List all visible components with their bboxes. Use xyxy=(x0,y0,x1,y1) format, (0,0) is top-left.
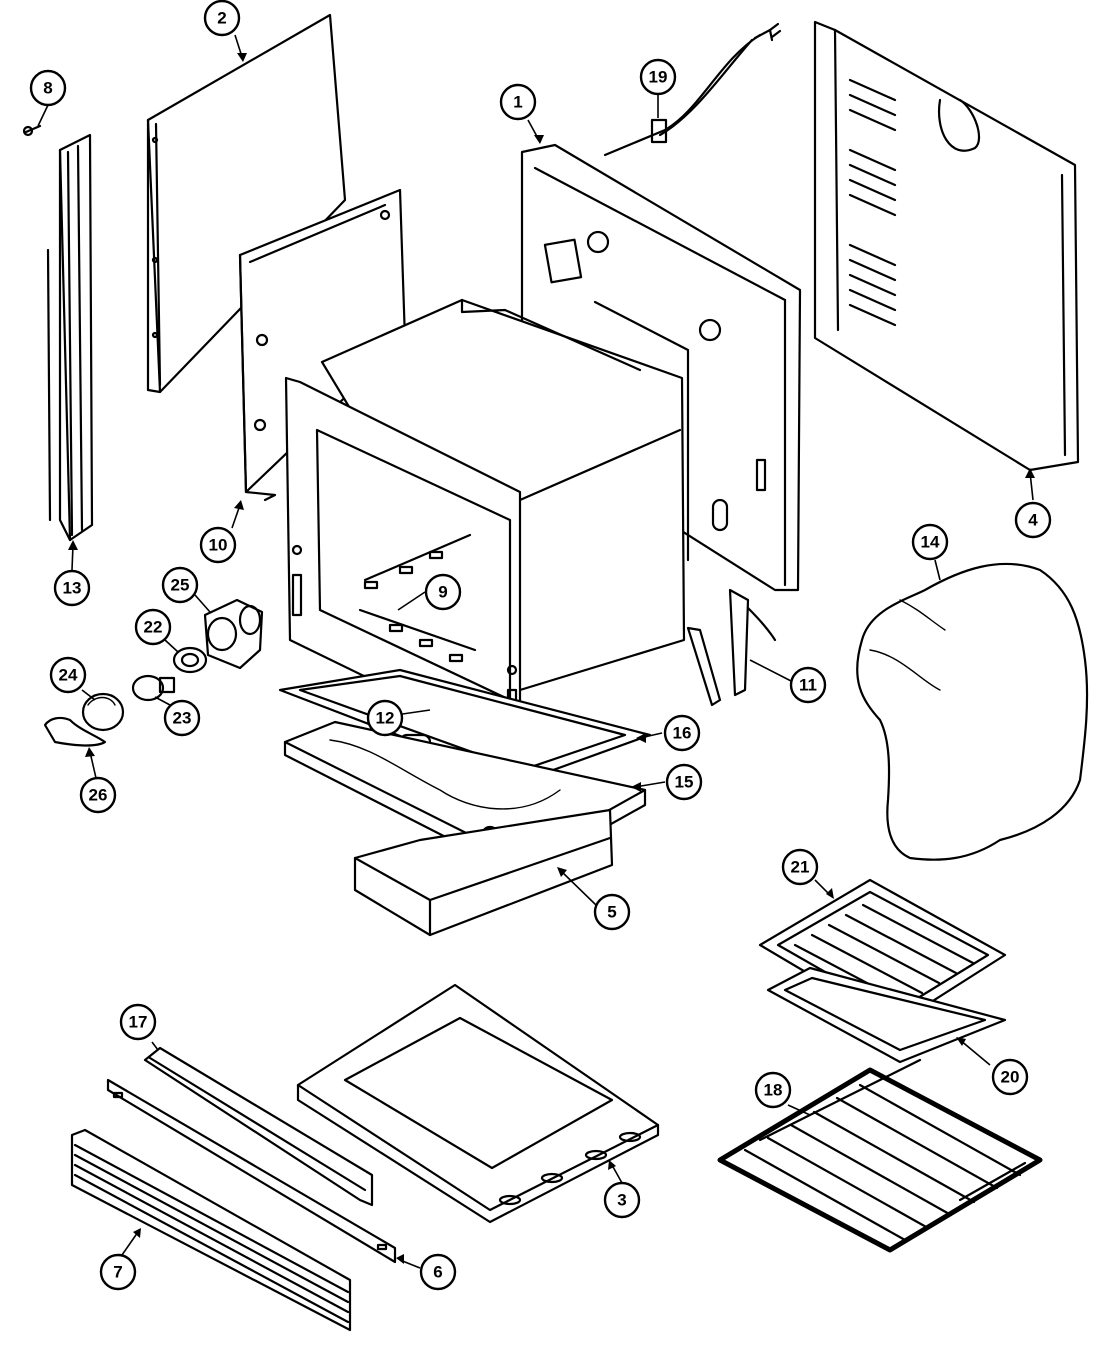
callout-26: 26 xyxy=(79,776,117,814)
callout-16: 16 xyxy=(663,714,701,752)
svg-text:23: 23 xyxy=(173,709,192,728)
part-11-sensor xyxy=(686,588,777,707)
svg-text:24: 24 xyxy=(59,666,78,685)
callout-13: 13 xyxy=(53,569,91,607)
part-3-drawer-panel xyxy=(296,983,660,1224)
part-26-light-shield xyxy=(43,716,107,747)
svg-text:15: 15 xyxy=(675,773,694,792)
callout-11: 11 xyxy=(789,666,827,704)
svg-text:19: 19 xyxy=(649,68,668,87)
callout-21: 21 xyxy=(781,848,819,886)
svg-text:8: 8 xyxy=(43,79,52,98)
svg-text:10: 10 xyxy=(209,536,228,555)
callout-18: 18 xyxy=(754,1071,792,1109)
svg-text:26: 26 xyxy=(89,786,108,805)
svg-text:18: 18 xyxy=(764,1081,783,1100)
part-24-light-cover xyxy=(81,692,125,732)
callout-2: 2 xyxy=(203,0,241,37)
part-8-screw xyxy=(22,124,42,137)
part-6-trim-strip xyxy=(106,1078,397,1264)
callout-25: 25 xyxy=(161,566,199,604)
svg-text:1: 1 xyxy=(513,93,522,112)
part-23-bulb xyxy=(131,674,176,702)
callout-5: 5 xyxy=(593,893,631,931)
svg-text:25: 25 xyxy=(171,576,190,595)
part-7-kick-panel xyxy=(70,1128,352,1332)
callout-24: 24 xyxy=(49,656,87,694)
part-4-back-cover xyxy=(813,20,1080,472)
part-19-power-cord xyxy=(603,22,782,157)
callout-6: 6 xyxy=(419,1253,457,1291)
part-5-bottom-bracket xyxy=(353,808,614,937)
callout-1: 1 xyxy=(499,83,537,121)
svg-text:12: 12 xyxy=(376,709,395,728)
svg-text:2: 2 xyxy=(217,9,226,28)
part-25-light-socket-housing xyxy=(203,598,264,670)
callout-20: 20 xyxy=(991,1058,1029,1096)
svg-text:7: 7 xyxy=(113,1263,122,1282)
svg-text:22: 22 xyxy=(144,618,163,637)
svg-text:4: 4 xyxy=(1028,511,1038,530)
callout-4: 4 xyxy=(1014,501,1052,539)
part-13-side-trim xyxy=(46,133,94,542)
callout-3: 3 xyxy=(603,1181,641,1219)
callout-10: 10 xyxy=(199,526,237,564)
callout-14: 14 xyxy=(911,523,949,561)
callout-22: 22 xyxy=(134,608,172,646)
part-18-oven-rack xyxy=(717,1058,1043,1253)
part-2-side-panel xyxy=(146,13,347,394)
svg-text:20: 20 xyxy=(1001,1068,1020,1087)
callout-8: 8 xyxy=(29,69,67,107)
callout-7: 7 xyxy=(99,1253,137,1291)
svg-text:11: 11 xyxy=(799,676,817,695)
svg-text:6: 6 xyxy=(433,1263,442,1282)
svg-text:3: 3 xyxy=(617,1191,626,1210)
callout-17: 17 xyxy=(119,1003,157,1041)
callout-15: 15 xyxy=(665,763,703,801)
part-oven-cavity xyxy=(284,298,686,754)
svg-text:14: 14 xyxy=(921,533,940,552)
svg-text:9: 9 xyxy=(438,583,447,602)
callout-19: 19 xyxy=(639,58,677,96)
part-22-light-socket xyxy=(172,646,208,674)
callout-9: 9 xyxy=(424,573,462,611)
leader-lines xyxy=(37,34,1035,1269)
svg-text:17: 17 xyxy=(129,1013,148,1032)
callout-23: 23 xyxy=(163,699,201,737)
svg-text:16: 16 xyxy=(673,724,692,743)
part-14-insulation xyxy=(856,562,1089,861)
svg-text:5: 5 xyxy=(607,903,616,922)
callout-12: 12 xyxy=(366,699,404,737)
part-20-broiler-pan xyxy=(766,966,1007,1064)
svg-text:13: 13 xyxy=(63,579,82,598)
svg-text:21: 21 xyxy=(791,858,810,877)
